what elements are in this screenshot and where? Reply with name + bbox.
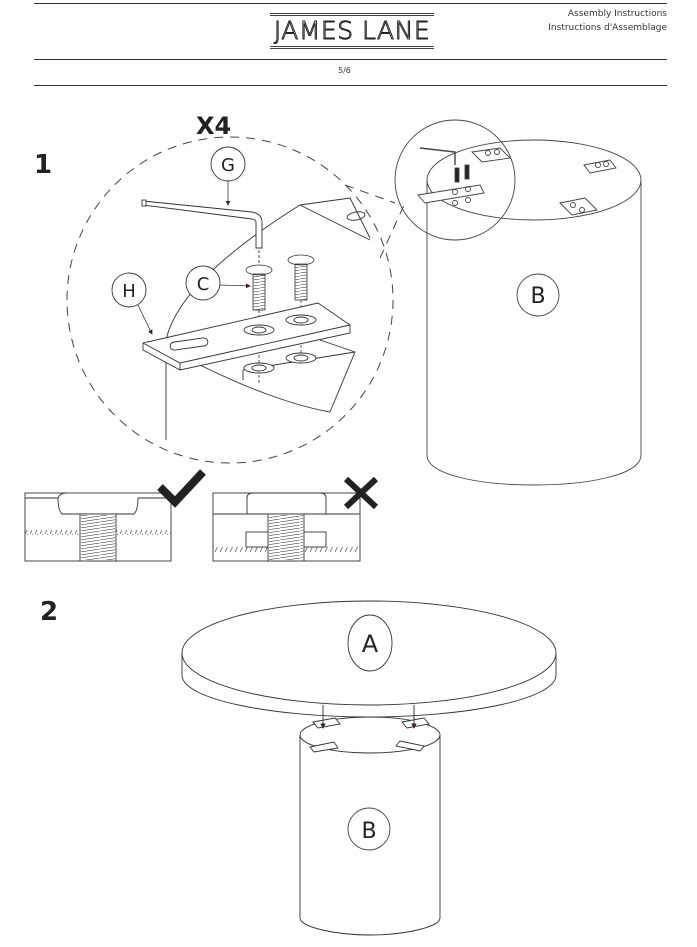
- brand-name: JAMES LANE: [273, 16, 431, 45]
- subtitle-french: Instructions d'Assemblage: [548, 23, 667, 33]
- part-a-label: A: [362, 630, 379, 658]
- part-b-label-step1: B: [530, 284, 545, 309]
- part-c-callout: C: [185, 265, 251, 301]
- screw-c-2: [287, 254, 315, 362]
- brand-logo: JAMES LANE: [270, 13, 434, 49]
- part-c-label: C: [197, 274, 210, 295]
- subtitle-english: Assembly Instructions: [567, 9, 667, 19]
- part-g-label: G: [221, 155, 235, 176]
- step-2-number: 2: [40, 597, 59, 627]
- part-b-callout-step1: B: [516, 273, 560, 317]
- part-a-callout: A: [347, 614, 393, 672]
- detail-magnifier: [66, 136, 406, 464]
- part-h-callout: H: [111, 272, 153, 335]
- header-middle-rule: [34, 59, 667, 60]
- part-h-label: H: [122, 281, 136, 302]
- header-top-rule: [34, 3, 667, 4]
- allen-key: [141, 199, 263, 268]
- header-bottom-rule: [34, 85, 667, 86]
- top-brackets: [309, 717, 430, 753]
- part-g-callout: G: [210, 146, 246, 206]
- correct-fit-diagram: [24, 492, 172, 562]
- base-cylinder-step1: [426, 139, 642, 486]
- incorrect-fit-diagram: [212, 492, 361, 562]
- step-1-number: 1: [34, 150, 53, 180]
- quantity-label: X4: [196, 112, 231, 140]
- bracket-h: [142, 302, 351, 374]
- check-icon: [157, 469, 206, 508]
- cross-icon: [343, 476, 379, 510]
- part-b-label-step2: B: [361, 819, 376, 844]
- part-b-callout-step2: B: [347, 807, 391, 851]
- page-number: 5/6: [338, 66, 351, 75]
- mini-magnifier: [394, 119, 516, 241]
